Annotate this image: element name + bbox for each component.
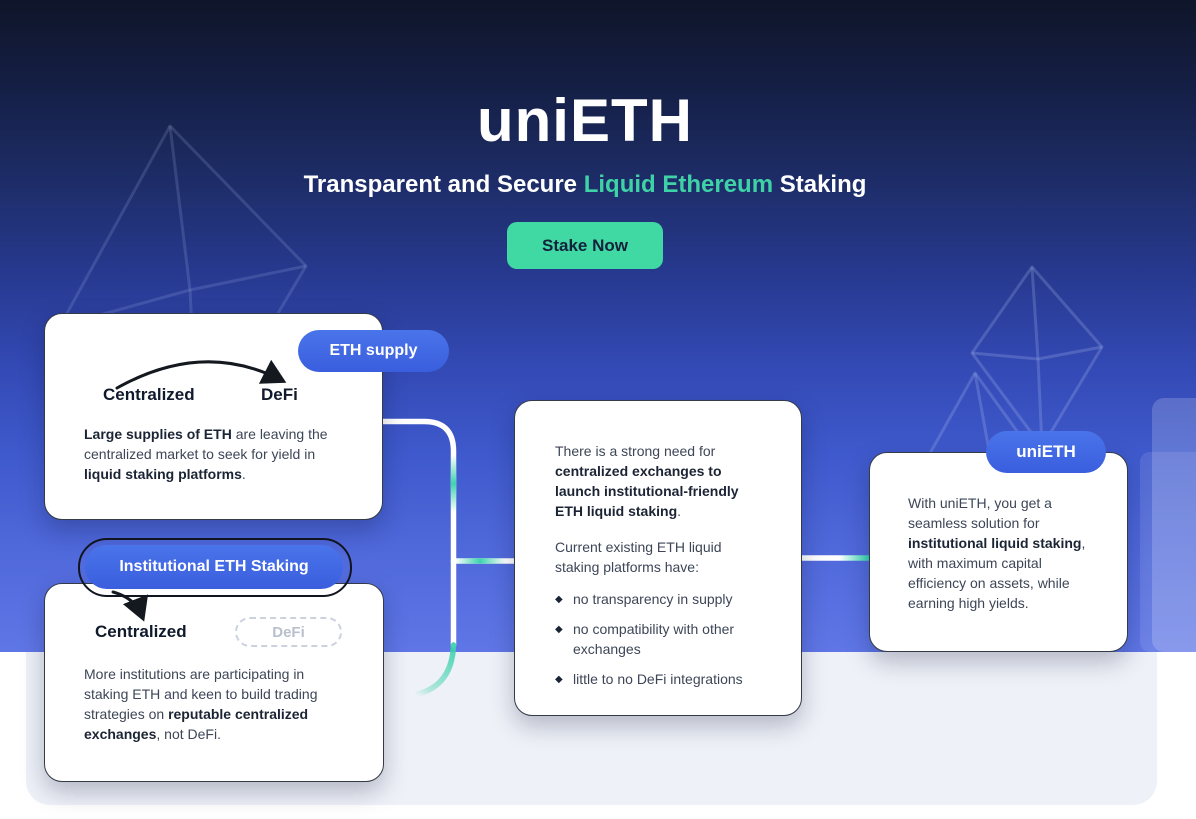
curve-arrow-icon: [115, 359, 287, 390]
unieth-body: With uniETH, you get a seamless solution…: [908, 495, 1086, 611]
institutional-staking-card: Centralized DeFi More institutions are p…: [44, 583, 384, 782]
diamond-bullet-icon: ◆: [555, 674, 563, 685]
unieth-badge: uniETH: [986, 431, 1106, 473]
list-item: ◆no transparency in supply: [555, 589, 769, 609]
need-paragraph-2: Current existing ETH liquid staking plat…: [555, 537, 769, 689]
institutional-badge: Institutional ETH Staking: [85, 544, 343, 589]
list-item: ◆no compatibility with other exchanges: [555, 621, 735, 657]
frosted-panel-decoration: [1152, 398, 1196, 652]
frosted-panel-decoration-back: [1140, 452, 1196, 652]
centralized-label: Centralized: [103, 385, 195, 404]
subtitle-text-end: Staking: [773, 171, 867, 198]
institutional-badge-outline: Institutional ETH Staking: [78, 538, 352, 597]
hero-section: uniETH Transparent and Secure Liquid Eth…: [0, 0, 1170, 199]
need-paragraph-1: There is a strong need for centralized e…: [555, 443, 739, 519]
defi-label: DeFi: [261, 385, 298, 404]
page-title: uniETH: [477, 87, 693, 154]
down-arrow-icon: [111, 590, 149, 622]
subtitle-text: Transparent and Secure: [303, 171, 584, 198]
centralized-label: Centralized: [95, 622, 187, 641]
diamond-bullet-icon: ◆: [555, 594, 563, 605]
shortcomings-list: ◆no transparency in supply ◆no compatibi…: [555, 589, 769, 689]
eth-supply-badge: ETH supply: [298, 330, 449, 372]
page-subtitle: Transparent and Secure Liquid Ethereum S…: [0, 171, 1170, 199]
eth-supply-body: Large supplies of ETH are leaving the ce…: [84, 426, 328, 482]
unieth-solution-card: uniETH With uniETH, you get a seamless s…: [869, 431, 1128, 652]
stake-now-button[interactable]: Stake Now: [507, 222, 663, 269]
list-item: ◆little to no DeFi integrations: [555, 669, 769, 689]
eth-supply-card: ETH supply Centralized DeFi Large suppli…: [44, 313, 449, 520]
defi-dashed-box: DeFi: [235, 617, 342, 647]
subtitle-highlight: Liquid Ethereum: [583, 171, 774, 198]
diamond-bullet-icon: ◆: [555, 624, 563, 635]
need-card: There is a strong need for centralized e…: [514, 400, 802, 716]
institutional-body: More institutions are participating in s…: [84, 666, 318, 742]
